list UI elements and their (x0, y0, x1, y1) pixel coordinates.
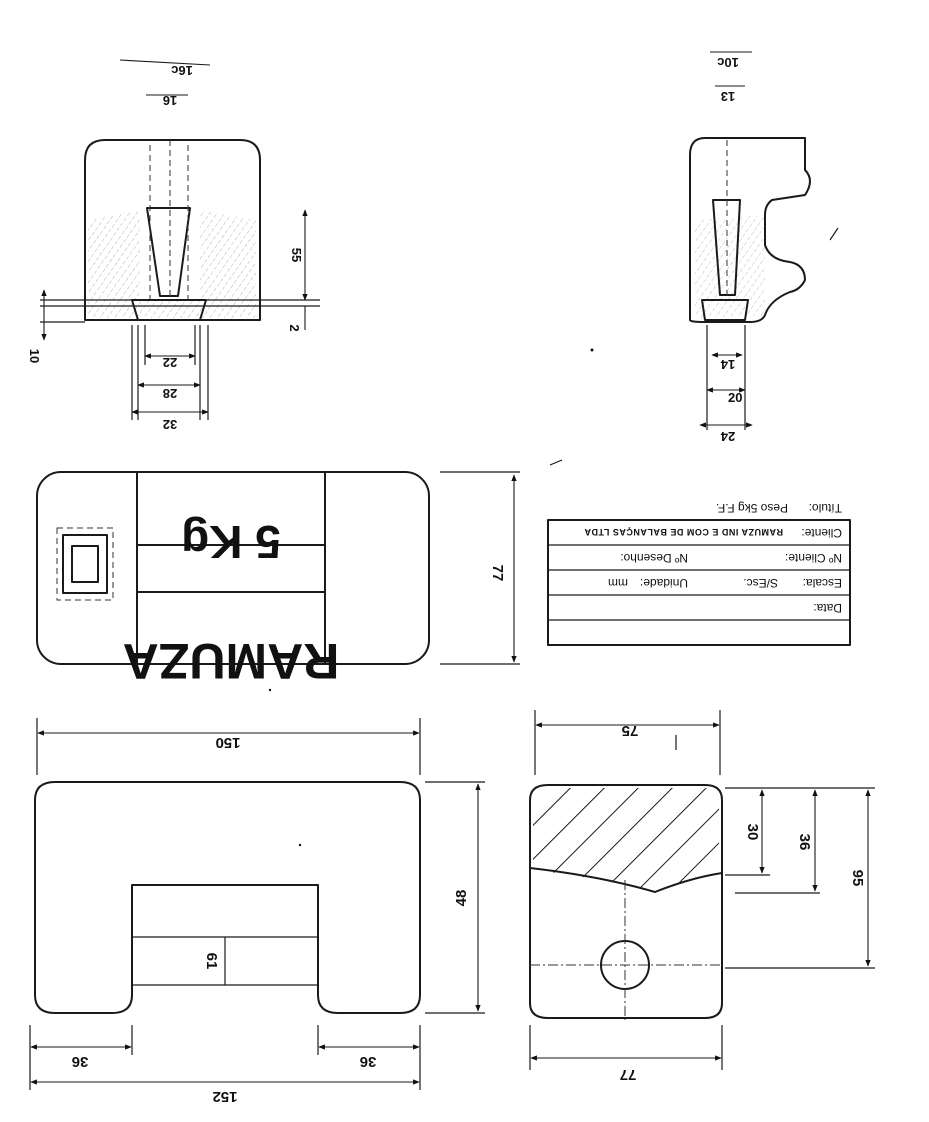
tb-unidade-label: Unidade: (640, 576, 688, 590)
plate-height-dim: 77 (489, 565, 506, 582)
dim-20: 20 (728, 390, 742, 405)
brand-text: RAMUZA (123, 633, 340, 689)
dim-36-right: 36 (360, 1053, 377, 1070)
dim-22: 22 (163, 355, 177, 370)
dim-95: 95 (849, 870, 866, 887)
tb-titulo-label: Título: (809, 501, 842, 515)
dim-13: 13 (721, 89, 735, 104)
dim-32: 32 (163, 417, 177, 432)
dim-28: 28 (163, 386, 177, 401)
stray-marks (268, 227, 839, 847)
dim-61: 61 (203, 953, 220, 970)
dim-2: 2 (287, 324, 302, 331)
dim-48: 48 (453, 890, 470, 907)
dim-16c: 16c (171, 63, 193, 78)
dim-30: 30 (744, 824, 761, 841)
tb-escala-value: S/Esc. (743, 576, 778, 590)
label-plate: 5 Kg RAMUZA 77 (36, 471, 520, 689)
tb-cliente-label: Cliente: (801, 526, 842, 540)
dim-77: 77 (620, 1066, 637, 1083)
side-section-view: 75 30 36 95 77 (529, 710, 875, 1083)
title-block: Data: Escala: S/Esc. Unidade: mm Nº Clie… (547, 501, 851, 646)
tb-data-label: Data: (813, 601, 842, 615)
handle-detail-front: 16c 16 55 2 10 22 28 32 (27, 59, 320, 432)
tb-escala-label: Escala: (803, 576, 842, 590)
tb-desenho-label: Nº Desenho: (620, 551, 688, 565)
dim-36-left: 36 (72, 1053, 89, 1070)
tb-cliente-value: RAMUZA IND E COM DE BALANÇAS LTDA (584, 527, 783, 537)
weight-text: 5 Kg (181, 516, 281, 568)
front-view: 150 48 61 36 36 152 (29, 718, 485, 1105)
dim-152: 152 (212, 1088, 237, 1105)
dim-10: 10 (27, 349, 42, 363)
dim-14: 14 (720, 357, 735, 372)
handle-detail-side: 10c 13 14 20 24 (689, 51, 811, 444)
tb-titulo-value: Peso 5kg F.F. (716, 501, 788, 515)
dim-55: 55 (289, 248, 304, 262)
dim-150: 150 (215, 734, 240, 751)
dim-36: 36 (796, 834, 813, 851)
dim-16: 16 (163, 93, 177, 108)
tb-cliente-num-label: Nº Cliente: (785, 551, 842, 565)
tb-unidade-value: mm (608, 576, 628, 590)
dim-10c: 10c (717, 55, 739, 70)
dim-24: 24 (720, 429, 735, 444)
dim-75: 75 (622, 722, 639, 739)
